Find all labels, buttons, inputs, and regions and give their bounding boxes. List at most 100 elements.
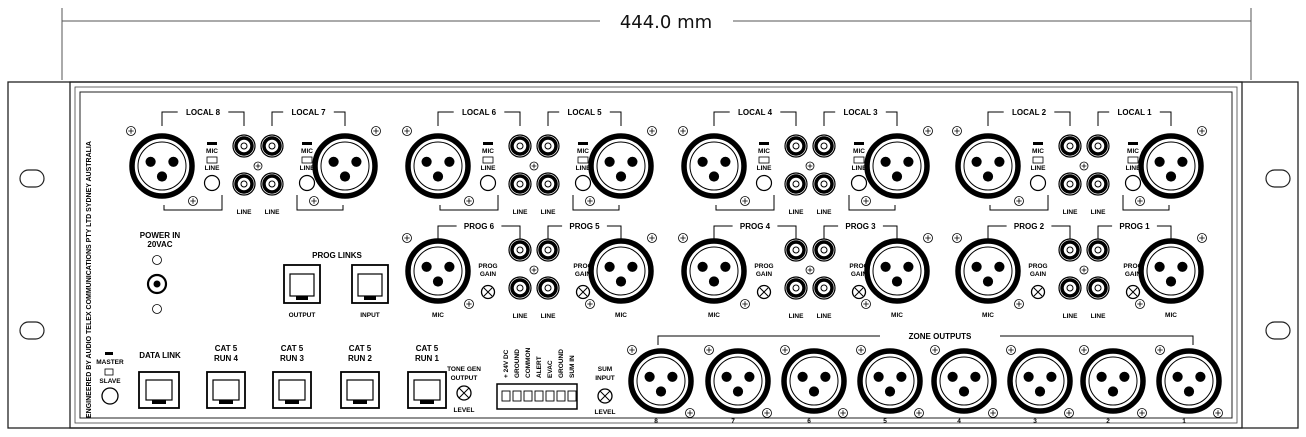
rca-line-label: LINE — [541, 313, 556, 320]
screw-icon — [402, 233, 412, 243]
screw-icon — [1014, 299, 1024, 309]
cat5-port — [206, 371, 246, 409]
screw-icon — [805, 265, 815, 275]
prog-gain-label: GAIN — [1125, 271, 1142, 278]
prog-channel: PROG 1 — [1097, 222, 1172, 240]
mic-line-button — [203, 174, 221, 192]
prog-gain-label: PROG — [1028, 263, 1047, 270]
screw-icon — [740, 299, 750, 309]
screw-icon — [1014, 196, 1024, 206]
screw-icon — [188, 196, 198, 206]
screw-icon — [627, 345, 637, 355]
power-jack-pin — [153, 280, 161, 288]
rca-jack — [784, 276, 808, 300]
screw-icon — [923, 126, 933, 136]
rca-line-label: LINE — [541, 209, 556, 216]
rca-jack — [812, 134, 836, 158]
screw-icon — [1197, 126, 1207, 136]
sum-input-pot-slot — [599, 390, 611, 402]
mic-switch-label: MIC — [482, 148, 494, 155]
screw-icon — [861, 196, 871, 206]
prog-gain-pot — [575, 284, 591, 300]
terminal-screw-icon — [556, 390, 566, 402]
rca-jack — [508, 276, 532, 300]
screw-icon — [861, 299, 871, 309]
tone-gen-level-label: LEVEL — [454, 407, 475, 414]
zone-output: 3 — [1006, 345, 1074, 425]
xlr-female-prog — [1138, 238, 1204, 304]
mic-switch-label: MIC — [206, 148, 218, 155]
terminal-screw-icon — [512, 390, 522, 402]
rca-jack — [1058, 276, 1082, 300]
prog-gain-label: PROG — [1123, 263, 1142, 270]
prog-links-output-label: OUTPUT — [289, 312, 316, 319]
local-channel-label: LOCAL 4 — [738, 108, 773, 117]
prog-links-output-port — [283, 264, 321, 304]
terminal-screw-icon — [501, 390, 511, 402]
data-link-label: DATA LINK — [139, 351, 181, 360]
mic-switch-label: MIC — [301, 148, 313, 155]
rca-jack — [812, 238, 836, 262]
zone-number-label: 6 — [807, 418, 811, 425]
tone-gen-output-label: OUTPUT — [451, 375, 478, 382]
prog-gain-pot — [1125, 284, 1141, 300]
rca-jack — [1058, 172, 1082, 196]
screw-icon — [930, 345, 940, 355]
chassis-outline — [69, 81, 1243, 429]
prog-channel-label: PROG 3 — [845, 222, 876, 231]
rca-jack — [1086, 276, 1110, 300]
prog-gain-label: GAIN — [851, 271, 868, 278]
xlr-female-input — [405, 133, 471, 199]
prog-mic-label: MIC — [1165, 312, 1177, 319]
cat5-label: CAT 5 — [416, 344, 439, 353]
power-in-label: POWER IN — [140, 231, 181, 240]
rca-jack — [536, 134, 560, 158]
terminal-label: GROUND — [514, 349, 521, 378]
screw-icon — [529, 265, 539, 275]
screw-icon — [1213, 408, 1223, 418]
screw-icon — [371, 126, 381, 136]
mic-line-button — [479, 174, 497, 192]
mic-line-button — [298, 174, 316, 192]
local-channel: LOCAL 4 — [713, 108, 797, 126]
master-label: MASTER — [96, 359, 124, 366]
chassis-inner-outline — [74, 86, 1238, 424]
prog-gain-pot — [480, 284, 496, 300]
xlr-male-output — [931, 348, 997, 414]
xlr-female-prog — [681, 238, 747, 304]
rca-jack — [1058, 238, 1082, 262]
prog-gain-label: PROG — [573, 263, 592, 270]
rca-jack — [1086, 238, 1110, 262]
screw-icon — [1079, 161, 1089, 171]
prog-gain-label: PROG — [849, 263, 868, 270]
power-screw-top — [152, 255, 162, 265]
line-switch-label: LINE — [1126, 165, 1141, 172]
power-section: POWER IN 20VAC — [140, 231, 181, 314]
zone-number-label: 2 — [1106, 418, 1110, 425]
line-switch-label: LINE — [576, 165, 591, 172]
prog-channel: PROG 3 — [823, 222, 898, 240]
zone-number-label: 7 — [731, 418, 735, 425]
screw-icon — [647, 126, 657, 136]
rca-line-label: LINE — [1063, 209, 1078, 216]
cat5-run-label: RUN 4 — [214, 354, 239, 363]
terminal-screw-icon — [534, 390, 544, 402]
screw-icon — [1079, 345, 1089, 355]
local-channel-label: LOCAL 3 — [843, 108, 878, 117]
prog-channel: PROG 4 — [713, 222, 797, 240]
prog-channel-label: PROG 1 — [1119, 222, 1150, 231]
line-switch-label: LINE — [757, 165, 772, 172]
local-channel-label: LOCAL 7 — [291, 108, 326, 117]
rear-panel-outline — [79, 91, 1233, 419]
rca-jack — [812, 276, 836, 300]
screw-icon — [838, 408, 848, 418]
master-slave-button — [101, 387, 119, 405]
screw-icon — [464, 196, 474, 206]
terminal-label: EVAC — [547, 360, 554, 378]
cat5-run-label: RUN 1 — [415, 354, 440, 363]
